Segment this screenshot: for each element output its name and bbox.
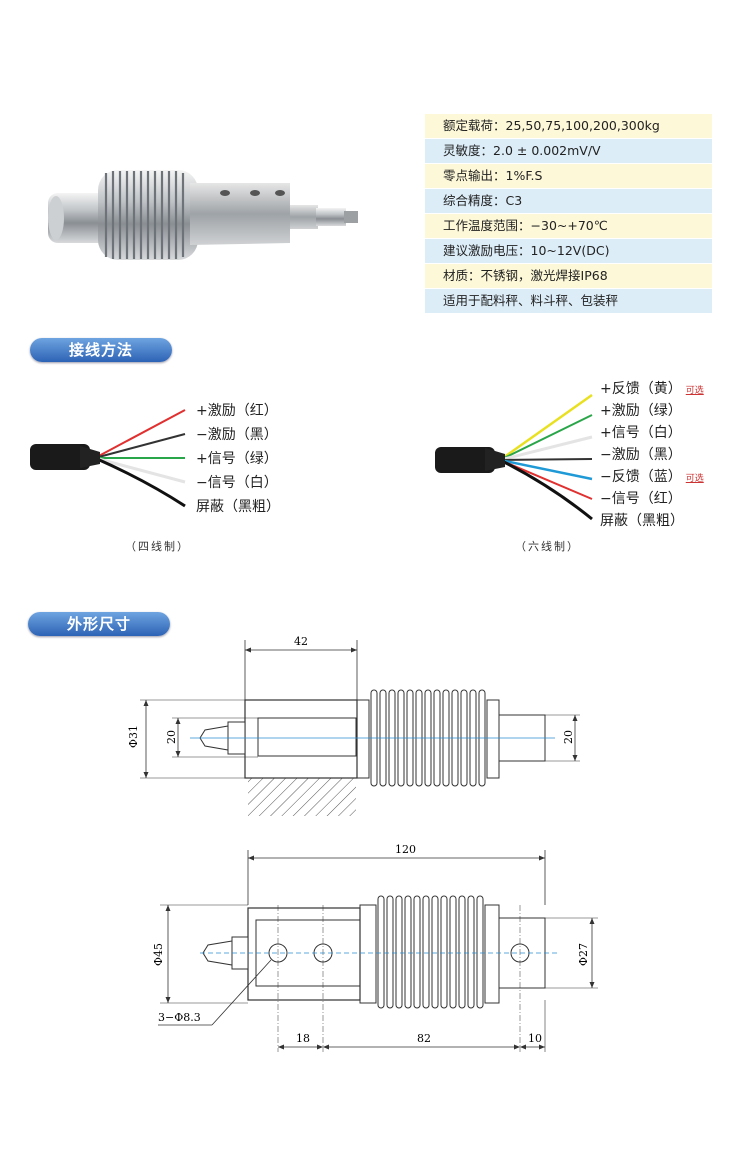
four-wire-label-sig-neg: −信号（白）: [196, 475, 278, 491]
optional-tag: 可选: [685, 386, 704, 396]
wiring-section-title: 接线方法: [30, 338, 172, 362]
spec-row-temperature: 工作温度范围：−30~+70℃: [425, 214, 712, 238]
spec-label: 额定载荷：: [443, 118, 506, 133]
dim-42: 42: [294, 635, 308, 648]
spec-value: 1%F.S: [505, 168, 543, 183]
six-wire-label-sig-pos: +信号（白）: [600, 425, 682, 441]
spec-label: 材质：: [443, 268, 481, 283]
four-wire-caption: （四线制）: [125, 540, 190, 553]
spec-value: 25,50,75,100,200,300kg: [505, 118, 660, 133]
four-wire-label-sig-pos: +信号（绿）: [196, 451, 278, 467]
dim-phi31: Φ31: [127, 725, 140, 748]
spec-row-sensitivity: 灵敏度：2.0 ± 0.002mV/V: [425, 139, 712, 163]
dim-holes: 3−Φ8.3: [158, 1011, 201, 1024]
six-wire-diagram: [430, 385, 600, 525]
spec-table: 额定载荷：25,50,75,100,200,300kg 灵敏度：2.0 ± 0.…: [425, 114, 712, 314]
six-wire-label-text: +反馈（黄）: [600, 381, 682, 397]
spec-value: C3: [505, 193, 523, 208]
spec-label: 零点输出：: [443, 168, 506, 183]
four-wire-label-exc-pos: +激励（红）: [196, 403, 278, 419]
six-wire-label-fb-neg: −反馈（蓝）可选: [600, 468, 704, 488]
dim-right-20: 20: [562, 730, 575, 744]
dim-82: 82: [417, 1032, 431, 1045]
dim-18: 18: [296, 1032, 310, 1045]
spec-label: 工作温度范围：: [443, 218, 531, 233]
six-wire-label-exc-pos: +激励（绿）: [600, 403, 682, 419]
load-cell-photo: [40, 165, 360, 265]
dim-10: 10: [528, 1032, 542, 1045]
top-view-drawing: 42 Φ31 2: [0, 620, 750, 820]
spec-label: 灵敏度：: [443, 143, 494, 158]
spec-row-accuracy: 综合精度：C3: [425, 189, 712, 213]
spec-value: 不锈钢，激光焊接IP68: [480, 268, 608, 283]
spec-value: 10~12V(DC): [530, 243, 610, 258]
spec-row-rated-load: 额定载荷：25,50,75,100,200,300kg: [425, 114, 712, 138]
dim-phi27: Φ27: [577, 943, 590, 966]
six-wire-label-exc-neg: −激励（黑）: [600, 447, 682, 463]
spec-row-material: 材质：不锈钢，激光焊接IP68: [425, 264, 712, 288]
dimensions-section-title: 外形尺寸: [28, 612, 170, 636]
spec-label: 建议激励电压：: [443, 243, 531, 258]
six-wire-label-text: −反馈（蓝）: [600, 469, 682, 485]
dim-120: 120: [395, 843, 416, 856]
optional-tag: 可选: [685, 474, 704, 484]
side-view-drawing: 120 Φ45: [0, 840, 750, 1060]
spec-value: −30~+70℃: [530, 218, 608, 233]
dim-phi45: Φ45: [152, 943, 165, 966]
four-wire-diagram: [25, 400, 205, 510]
six-wire-caption: （六线制）: [515, 540, 580, 553]
spec-row-excitation: 建议激励电压：10~12V(DC): [425, 239, 712, 263]
six-wire-label-fb-pos: +反馈（黄）可选: [600, 380, 704, 400]
spec-row-application: 适用于配料秤、料斗秤、包装秤: [425, 289, 712, 313]
dim-left-20: 20: [165, 730, 178, 744]
spec-value: 适用于配料秤、料斗秤、包装秤: [443, 293, 619, 308]
four-wire-label-exc-neg: −激励（黑）: [196, 427, 278, 443]
six-wire-label-shield: 屏蔽（黑粗）: [600, 513, 684, 529]
six-wire-label-sig-neg: −信号（红）: [600, 491, 682, 507]
four-wire-label-shield: 屏蔽（黑粗）: [196, 499, 280, 515]
spec-value: 2.0 ± 0.002mV/V: [493, 143, 601, 158]
spec-label: 综合精度：: [443, 193, 506, 208]
spec-row-zero-output: 零点输出：1%F.S: [425, 164, 712, 188]
